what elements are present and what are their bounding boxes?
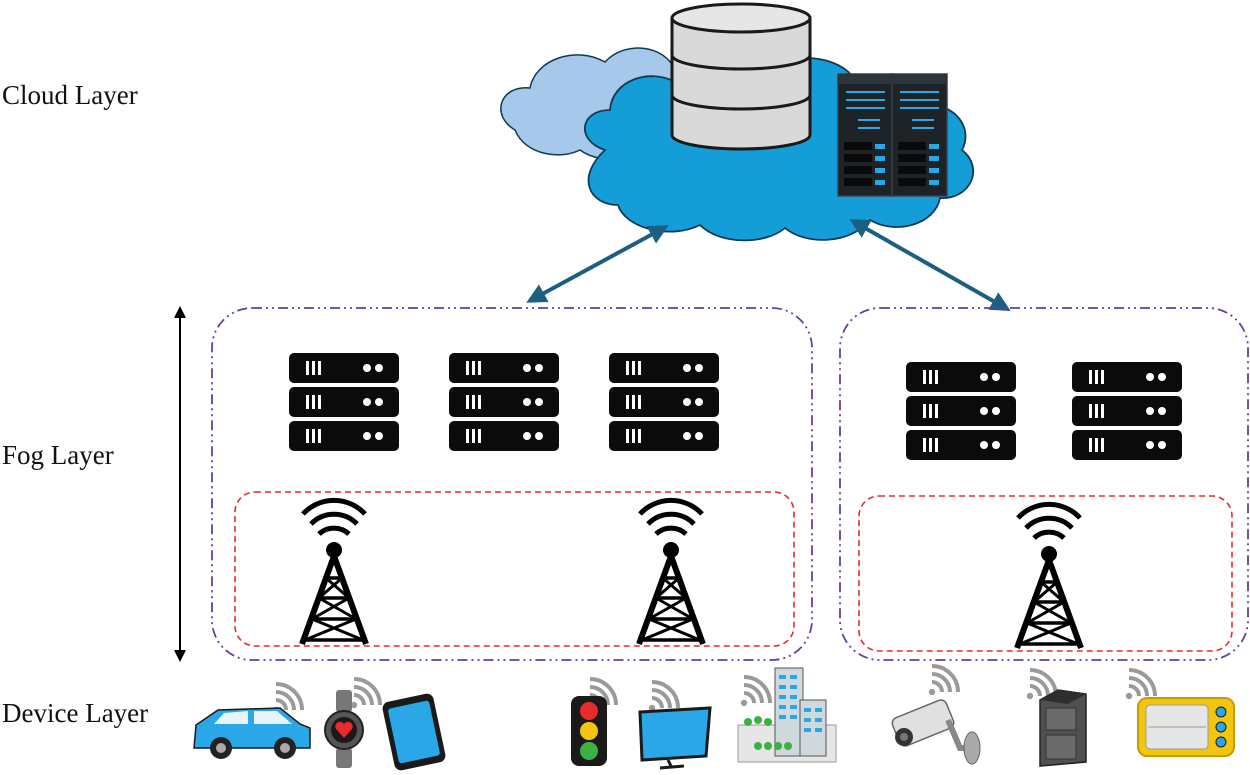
wifi-icon (738, 675, 772, 709)
fog-node-boundary-right (839, 307, 1249, 661)
server-stack-icon (609, 353, 719, 451)
cell-tower-icon (1017, 504, 1081, 648)
server-stack-icon (906, 362, 1016, 460)
access-network-boundary-right (858, 495, 1233, 652)
server-stack-icon (449, 353, 559, 451)
wifi-icon (1123, 668, 1157, 702)
monitor-icon (638, 680, 712, 770)
car-icon (193, 682, 311, 759)
cloud-fog-arrow-left (526, 225, 669, 303)
smart-fridge-icon (1024, 668, 1087, 767)
smartwatch-icon (324, 677, 382, 768)
smartphone-icon (382, 693, 446, 771)
cell-tower-icon (302, 500, 366, 644)
wifi-icon (926, 664, 960, 698)
server-stack-icon (1072, 362, 1182, 460)
database-icon (670, 2, 812, 151)
fog-layer-label: Fog Layer (2, 440, 114, 470)
server-stack-icon (289, 353, 399, 451)
smart-tv-icon (1123, 668, 1235, 757)
security-camera-icon (891, 664, 981, 765)
cloud-layer-label: Cloud Layer (2, 80, 138, 110)
cloud-fog-arrow-right (849, 219, 1011, 311)
smart-building-icon (737, 667, 837, 763)
fog-node-boundary-left (211, 307, 813, 661)
wifi-icon (348, 677, 382, 711)
traffic-light-icon (571, 677, 618, 766)
device-layer-label: Device Layer (2, 698, 149, 728)
server-rack-icon (837, 73, 948, 197)
access-network-boundary-left (234, 491, 795, 647)
cell-tower-icon (639, 500, 703, 644)
wifi-icon (646, 680, 680, 714)
